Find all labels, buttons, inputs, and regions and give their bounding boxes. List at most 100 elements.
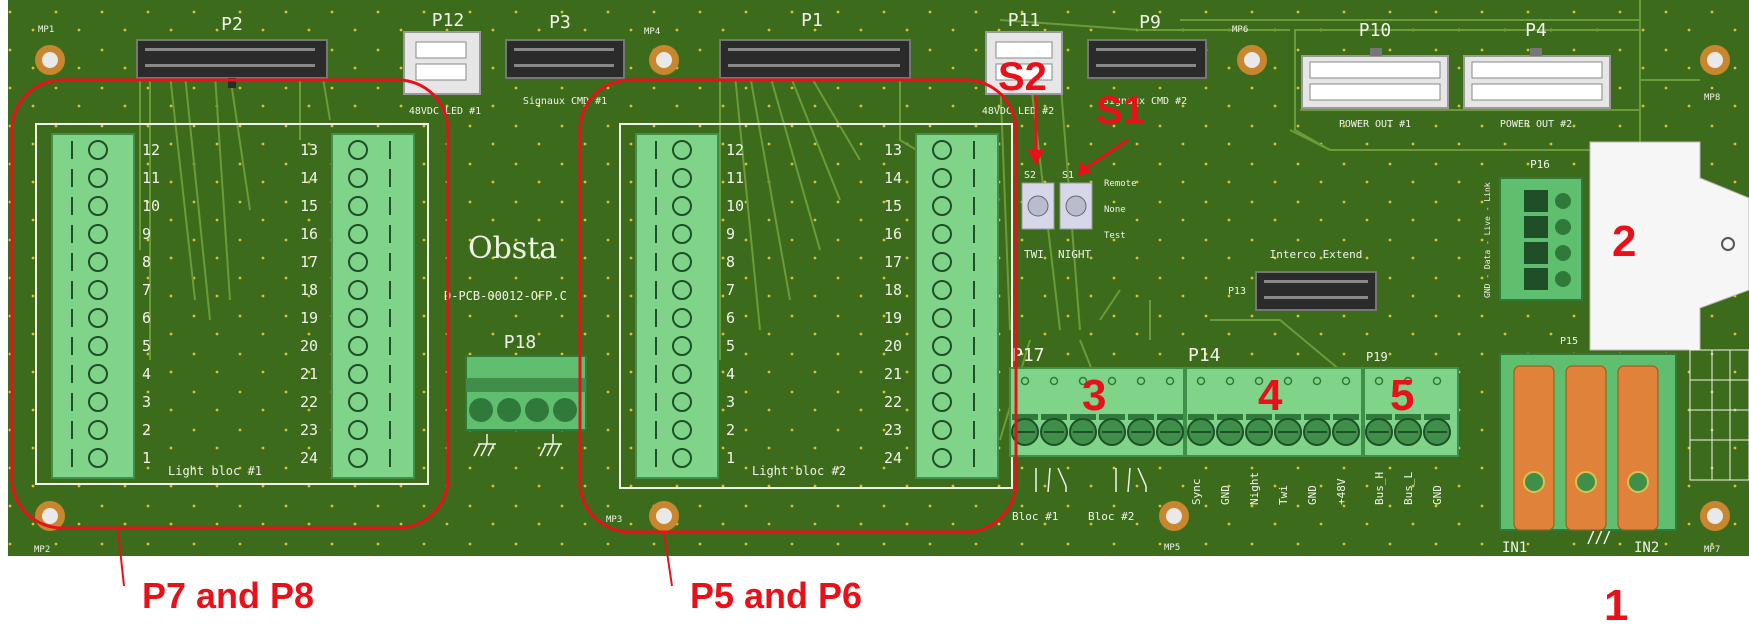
p5-pin bbox=[655, 168, 692, 188]
pin-number-left: 7 bbox=[142, 281, 151, 299]
p11-connector: P11 48VDC LED #2 bbox=[982, 10, 1063, 117]
switch-s1: S1 NIGHT Remote None Test bbox=[1058, 170, 1137, 261]
p8-pin bbox=[348, 308, 391, 328]
p6-pin bbox=[932, 448, 975, 468]
light-bloc-2: Light bloc #2 bbox=[619, 123, 1013, 489]
mp4-hole: MP4 bbox=[644, 27, 679, 75]
switch-s2: S2 TWI bbox=[1021, 170, 1055, 261]
p6-pin bbox=[932, 308, 975, 328]
mp8-hole: MP8 bbox=[1700, 45, 1730, 103]
mp5-hole: MP5 bbox=[1159, 501, 1189, 553]
strip-screws bbox=[1011, 376, 1451, 446]
power-module bbox=[1589, 141, 1749, 351]
p15-latch-1 bbox=[1513, 365, 1555, 531]
p6-pin bbox=[932, 420, 975, 440]
pin-number-right: 24 bbox=[884, 449, 902, 467]
p7-p8-highlight bbox=[10, 78, 450, 530]
p19-label: P19 bbox=[1366, 350, 1388, 364]
p7-pin bbox=[71, 168, 108, 188]
pin-number-left: 9 bbox=[142, 225, 151, 243]
p5-pin bbox=[655, 364, 692, 384]
pin-number-left: 12 bbox=[142, 141, 160, 159]
p15-connector: P15 IN1 IN2 bbox=[1499, 336, 1677, 556]
pin-number-right: 23 bbox=[884, 421, 902, 439]
svg-text:MP7: MP7 bbox=[1704, 545, 1720, 555]
pin-number-left: 3 bbox=[142, 393, 151, 411]
p17-screw bbox=[1011, 376, 1039, 446]
p5-p6-highlight bbox=[578, 78, 1018, 534]
p5-terminal bbox=[635, 133, 719, 479]
p19-screw bbox=[1423, 376, 1451, 446]
pin-number-right: 18 bbox=[300, 281, 318, 299]
p1-label: P1 bbox=[801, 10, 823, 31]
pin-number-right: 14 bbox=[300, 169, 318, 187]
pin-label: Night bbox=[1248, 472, 1261, 505]
power-out-region bbox=[1294, 29, 1641, 151]
p6-pin bbox=[932, 364, 975, 384]
pin-number-left: 8 bbox=[142, 253, 151, 271]
p17-screw bbox=[1040, 376, 1068, 446]
pin-number-right: 22 bbox=[300, 393, 318, 411]
p7-pin bbox=[71, 420, 108, 440]
pin-number-left: 10 bbox=[142, 197, 160, 215]
p5-pin bbox=[655, 196, 692, 216]
p5-pin bbox=[655, 448, 692, 468]
p7-pin bbox=[71, 308, 108, 328]
p17-label: P17 bbox=[1012, 345, 1045, 366]
svg-text:S1: S1 bbox=[1062, 170, 1074, 181]
pin-number-right: 17 bbox=[884, 253, 902, 271]
p9-header: P9 Signaux CMD #2 bbox=[1087, 12, 1207, 107]
p7-pin bbox=[71, 196, 108, 216]
bloc-2-label: Bloc #2 bbox=[1088, 510, 1134, 523]
svg-text:MP4: MP4 bbox=[644, 27, 660, 37]
pin-number-left: 1 bbox=[726, 449, 735, 467]
via-pattern bbox=[8, 0, 1749, 556]
p8-pin bbox=[348, 392, 391, 412]
p10-connector: P10 POWER OUT #1 bbox=[1301, 20, 1449, 130]
p6-pin bbox=[932, 196, 975, 216]
none-label: None bbox=[1104, 205, 1126, 215]
p8-pin bbox=[348, 224, 391, 244]
p5-pin bbox=[655, 280, 692, 300]
p16-side-label: GND - Data - Live - Link bbox=[1483, 182, 1492, 298]
p17-screw bbox=[1098, 376, 1126, 446]
pin-number-left: 1 bbox=[142, 449, 151, 467]
p8-pin bbox=[348, 140, 391, 160]
pin-number-left: 11 bbox=[726, 169, 744, 187]
pin-number-right: 13 bbox=[300, 141, 318, 159]
pin-number-right: 13 bbox=[884, 141, 902, 159]
s1-arrow bbox=[1085, 138, 1129, 170]
pin-number-right: 17 bbox=[300, 253, 318, 271]
p17-terminal: P17 bbox=[1009, 345, 1185, 457]
pin-number-right: 20 bbox=[300, 337, 318, 355]
p5-pin bbox=[655, 392, 692, 412]
part-number: D-PCB-00012-OFP.C bbox=[444, 289, 567, 303]
annotation-3: 3 bbox=[1082, 371, 1106, 420]
p7-pin bbox=[71, 224, 108, 244]
pin-number-left: 12 bbox=[726, 141, 744, 159]
p18-connector: P18 bbox=[465, 332, 587, 431]
s2-annotation: S2 bbox=[998, 55, 1047, 99]
pin-number-left: 4 bbox=[142, 365, 151, 383]
p8-pin bbox=[348, 420, 391, 440]
mounting-holes: MP1 MP2 MP3 MP4 MP5 MP6 MP7 MP8 bbox=[34, 25, 1730, 555]
pin-number-right: 19 bbox=[300, 309, 318, 327]
p6-terminal bbox=[915, 133, 999, 479]
svg-text:MP8: MP8 bbox=[1704, 93, 1720, 103]
p14-screw bbox=[1187, 376, 1215, 446]
p1-header: P1 bbox=[719, 10, 911, 79]
p11-label: P11 bbox=[1008, 10, 1041, 31]
pin-label: GND bbox=[1431, 485, 1444, 505]
p7-pin bbox=[71, 336, 108, 356]
p7-p8-annotation: P7 and P8 bbox=[142, 575, 314, 616]
p10-label: P10 bbox=[1359, 20, 1392, 41]
p7-pin bbox=[71, 364, 108, 384]
mp1-hole: MP1 bbox=[35, 25, 65, 75]
svg-text:MP3: MP3 bbox=[606, 515, 622, 525]
in1-label: IN1 bbox=[1502, 540, 1527, 556]
p9-label: P9 bbox=[1139, 12, 1161, 33]
bloc-switch-symbols bbox=[1035, 467, 1147, 493]
pin-number-left: 2 bbox=[142, 421, 151, 439]
svg-text:MP6: MP6 bbox=[1232, 25, 1248, 35]
p5-pin bbox=[655, 252, 692, 272]
